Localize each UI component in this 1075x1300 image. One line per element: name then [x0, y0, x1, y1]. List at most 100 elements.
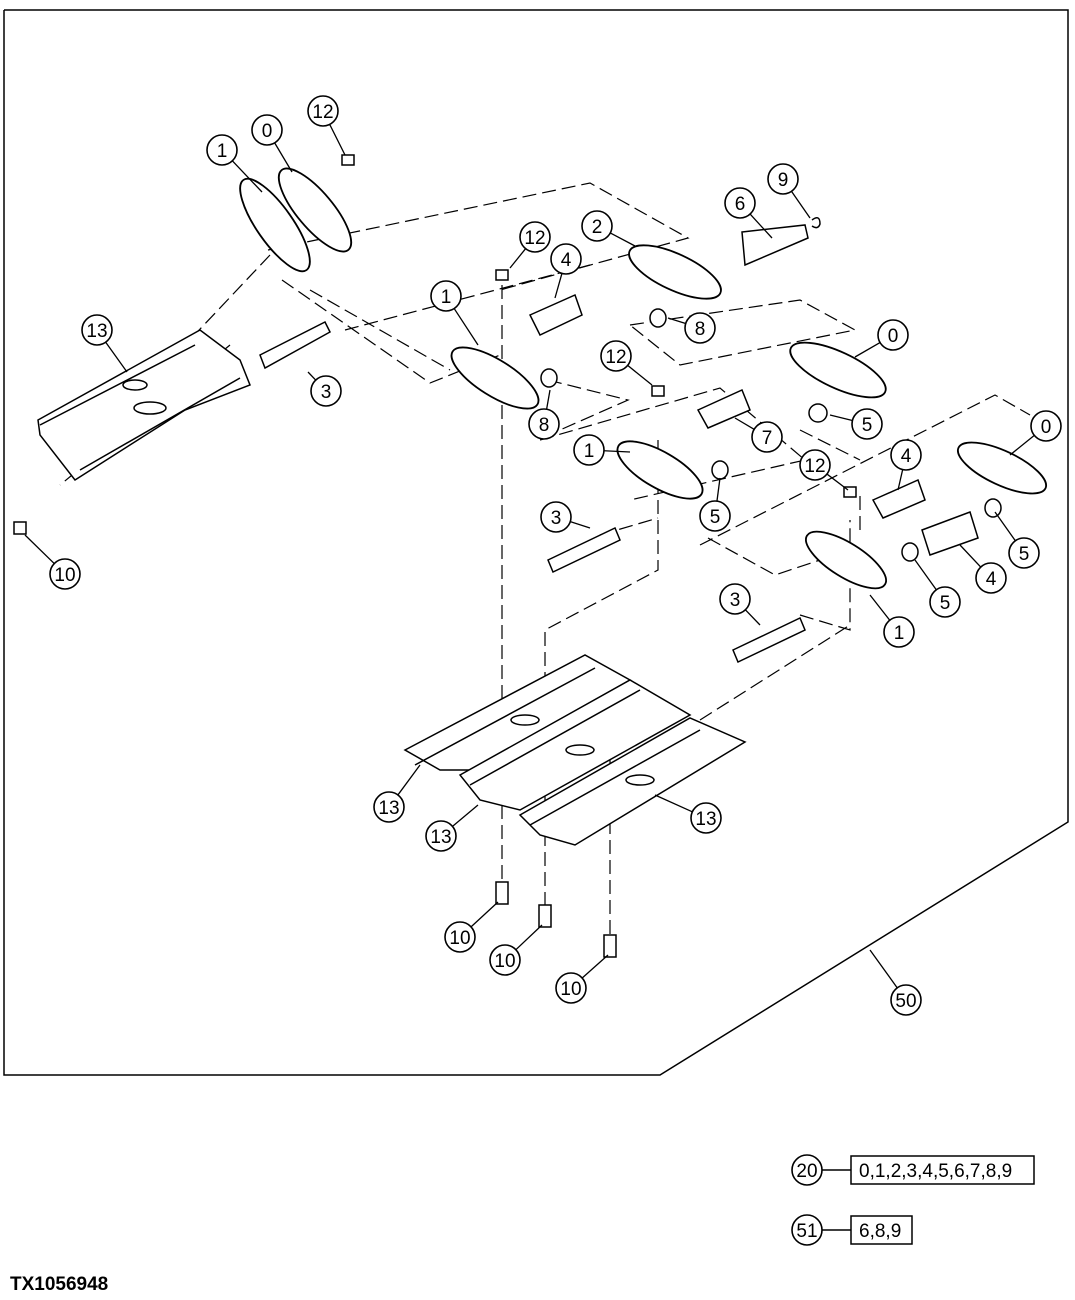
callout-13: 13 [425, 804, 479, 852]
callout-0: 0 [251, 114, 293, 173]
callout-1: 1 [869, 594, 915, 648]
callout-13: 13 [654, 794, 722, 834]
callout-10: 10 [444, 901, 499, 953]
leader-line [716, 477, 721, 502]
callout-number: 4 [986, 569, 997, 590]
leader-line [452, 804, 479, 827]
callout-6: 6 [724, 187, 773, 239]
callout-number: 8 [539, 415, 550, 436]
leader-line [231, 160, 263, 193]
leader-line [744, 609, 761, 626]
leader-line [897, 469, 904, 491]
callout-number: 13 [430, 827, 451, 848]
callout-number: 13 [378, 798, 399, 819]
callout-12: 12 [600, 340, 653, 386]
callout-number: 12 [605, 347, 626, 368]
callout-1: 1 [573, 434, 631, 466]
callout-number: 3 [551, 508, 562, 529]
leader-line [869, 594, 891, 621]
callout-3: 3 [307, 371, 342, 407]
callout-0: 0 [854, 319, 909, 358]
leader-line [791, 190, 811, 219]
callout-balloon [975, 562, 1007, 594]
track-links [239, 167, 1047, 590]
kit-number: 20 [796, 1161, 817, 1182]
callout-number: 12 [804, 456, 825, 477]
callout-balloon [883, 616, 915, 648]
callout-10: 10 [24, 534, 81, 590]
leader-line [581, 954, 609, 979]
callout-balloon [573, 434, 605, 466]
leader-line [609, 232, 636, 247]
leader-line [959, 544, 982, 568]
callout-balloon [81, 314, 113, 346]
leader-line [854, 341, 881, 358]
callout-number: 3 [730, 590, 741, 611]
callout-13: 13 [373, 764, 421, 823]
leader-line [515, 924, 543, 951]
callout-number: 10 [449, 928, 470, 949]
track-shoes-bottom [403, 654, 747, 846]
callout-balloon [581, 210, 613, 242]
leader-line [274, 142, 293, 173]
leader-line [654, 794, 693, 813]
callout-balloon [890, 984, 922, 1016]
callout-balloon [310, 375, 342, 407]
callout-balloon [430, 280, 462, 312]
callout-3: 3 [719, 583, 761, 626]
small-hardware [13, 154, 1002, 958]
callout-number: 1 [894, 623, 905, 644]
callout-number: 10 [54, 565, 75, 586]
callout-balloon [851, 408, 883, 440]
callout-1: 1 [206, 134, 263, 193]
callout-balloon [799, 449, 831, 481]
callout-5: 5 [829, 408, 883, 440]
leader-line [453, 308, 479, 346]
callout-balloon [719, 583, 751, 615]
callout-number: 4 [901, 446, 912, 467]
callout-number: 12 [524, 228, 545, 249]
callout-8: 8 [667, 312, 716, 344]
callout-number: 5 [1019, 544, 1030, 565]
callout-balloon [49, 558, 81, 590]
drawing-frame [3, 9, 1069, 1076]
callout-8: 8 [528, 389, 560, 440]
callout-2: 2 [581, 210, 636, 247]
callout-9: 9 [767, 163, 811, 219]
callout-number: 10 [494, 951, 515, 972]
leader-line [397, 764, 421, 796]
callout-number: 5 [940, 593, 951, 614]
leader-line [545, 389, 551, 410]
callout-balloon [877, 319, 909, 351]
callout-balloon [251, 114, 283, 146]
callout-12: 12 [509, 221, 551, 269]
callout-number: 50 [895, 991, 916, 1012]
callout-5: 5 [994, 511, 1040, 569]
callout-number: 8 [695, 319, 706, 340]
callout-number: 0 [262, 121, 273, 142]
leader-line [826, 473, 849, 491]
kit-contents: 6,8,9 [859, 1221, 901, 1242]
callout-balloon [444, 921, 476, 953]
callout-number: 6 [735, 194, 746, 215]
callout-balloon [206, 134, 238, 166]
leader-line [829, 414, 853, 422]
callout-13: 13 [81, 314, 128, 373]
callout-balloon [1008, 537, 1040, 569]
callout-7: 7 [734, 417, 783, 453]
callout-balloon [890, 439, 922, 471]
leader-line [1009, 434, 1035, 456]
callout-balloon [751, 421, 783, 453]
callout-balloon [373, 791, 405, 823]
callout-balloon [699, 500, 731, 532]
callout-number: 12 [312, 102, 333, 123]
callout-3: 3 [540, 501, 591, 533]
leader-line [627, 364, 653, 386]
callout-balloon [489, 944, 521, 976]
callout-number: 10 [560, 979, 581, 1000]
leader-line [24, 534, 55, 564]
callout-number: 4 [561, 250, 572, 271]
callout-balloon [307, 95, 339, 127]
callout-balloon [528, 408, 560, 440]
